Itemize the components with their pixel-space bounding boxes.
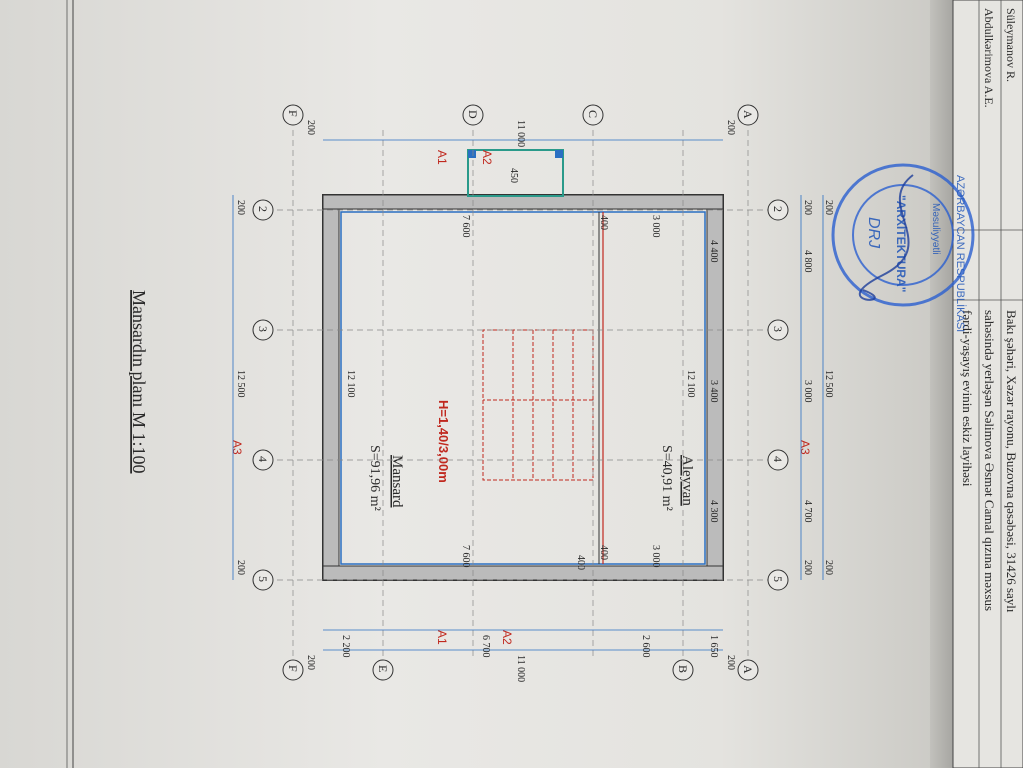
section-marks: A1 A2 A3 A3 A1 A2 [230, 150, 812, 645]
dim-inner-chain-0: 4 400 [708, 240, 719, 263]
grid-col-3-top: 3 [771, 326, 785, 332]
dim-wall-400: 400 [575, 555, 586, 570]
dim-top-ext-0: 200 [823, 200, 834, 215]
grid-row-a-right: A [741, 665, 755, 674]
dim-right-inner-chain-1: 400 [598, 545, 609, 560]
grid-axes [263, 130, 783, 660]
dim-left-inner-chain-0: 3 000 [650, 215, 661, 238]
title-line-3: fərdi-yaşayış evinin eskiz layihəsi [960, 310, 975, 487]
drawing-title: Mansardın planı M 1:100 [129, 290, 149, 473]
dim-inner-chain-2: 4 300 [708, 500, 719, 523]
dim-left-end-0: 200 [725, 120, 736, 135]
stamp-seal: AZƏRBAYCAN RESPUBLİKASI Məsuliyyətli "AR… [831, 163, 975, 332]
dim-bottom-end-0: 200 [235, 200, 246, 215]
grid-row-f-left: F [286, 110, 300, 117]
section-a3-bottom: A3 [230, 440, 244, 455]
dimension-lines [232, 139, 824, 651]
grid-row-bubbles: A C D F A B E F [282, 104, 759, 681]
grid-col-2-top: 2 [771, 206, 785, 212]
dim-right-inner: 7 600 [460, 545, 471, 568]
dim-top-chain-4: 200 [802, 560, 813, 575]
grid-col-3-bottom: 3 [256, 326, 270, 332]
dim-bottom-overall: 12 500 [235, 370, 246, 398]
grid-column-bubbles: 2 3 4 5 2 3 4 5 [252, 199, 789, 591]
author-name-1: Süleymanov R. [1004, 8, 1018, 82]
section-a2-left: A2 [480, 150, 494, 165]
dim-inner-top: 12 100 [685, 370, 696, 398]
dim-right-inner-chain-0: 3 000 [650, 545, 661, 568]
dim-inner-chain-1: 3 400 [708, 380, 719, 403]
dim-top-chain-2: 3 000 [802, 380, 813, 403]
grid-row-a-left: A [741, 110, 755, 119]
dim-right-chain-3: 2 200 [340, 635, 351, 658]
grid-col-5-top: 5 [771, 576, 785, 582]
author-name-2: Abdulkərimova A.E. [982, 8, 996, 108]
dim-bottom-inner: 12 100 [345, 370, 356, 398]
stamp-outer-text: AZƏRBAYCAN RESPUBLİKASI [954, 175, 967, 332]
room-mansard-area: S=91,96 m² [367, 445, 382, 511]
title-line-2: sahəsində yerləşən Səlimova Əsmət Camal … [982, 310, 997, 611]
room-labels: Aleyvan S=40,91 m² Mansard S=91,96 m² H=… [367, 400, 695, 511]
dim-right-chain-2: 6 700 [480, 635, 491, 658]
dim-right-end-1: 200 [305, 655, 316, 670]
grid-col-4-top: 4 [771, 456, 785, 462]
paper-sheet [0, 0, 960, 768]
grid-col-2-bottom: 2 [256, 206, 270, 212]
grid-row-f-right: F [286, 665, 300, 672]
dim-left-overall: 11 000 [515, 120, 526, 147]
grid-row-d-left: D [466, 110, 480, 119]
bay-dim: 450 [508, 168, 519, 183]
title-line-1: Bakı şəhəri, Xəzər rayonu, Buzovna qəsəb… [1004, 310, 1019, 613]
stamp-middle-text: Məsuliyyətli [930, 203, 941, 255]
dim-right-end-0: 200 [725, 655, 736, 670]
dim-left-inner-chain-1: 400 [598, 215, 609, 230]
height-mark: H=1,40/3,00m [436, 400, 451, 483]
room-aleyvan-area: S=40,91 m² [659, 445, 674, 511]
section-a3-top: A3 [798, 440, 812, 455]
dim-right-chain-0: 1 650 [708, 635, 719, 658]
dim-right-overall: 11 000 [515, 655, 526, 682]
dim-top-chain-0: 200 [802, 200, 813, 215]
grid-row-e-right: E [376, 665, 390, 672]
dim-left-inner-chain-2: 7 600 [460, 215, 471, 238]
section-a1-right: A1 [435, 630, 449, 645]
dim-top-chain-1: 4 800 [802, 250, 813, 273]
grid-row-c-left: C [586, 110, 600, 118]
section-a2-right: A2 [500, 630, 514, 645]
dimension-texts: 12 500 200 4 800 3 000 4 700 200 12 100 … [235, 120, 834, 682]
dim-right-chain-1: 2 600 [640, 635, 651, 658]
grid-row-b-right: B [676, 665, 690, 673]
dim-left-end-1: 200 [305, 120, 316, 135]
stamp-center-text: "ARXİTEKTURA" [894, 195, 909, 292]
dim-top-chain-3: 4 700 [802, 500, 813, 523]
grid-col-4-bottom: 4 [256, 456, 270, 462]
grid-col-5-bottom: 5 [256, 576, 270, 582]
room-mansard-name: Mansard [389, 455, 405, 508]
stair [482, 329, 594, 481]
dim-bottom-end-1: 200 [235, 560, 246, 575]
title-block: Bakı şəhəri, Xəzər rayonu, Buzovna qəsəb… [952, 0, 1023, 768]
dim-top-ext-1: 200 [823, 560, 834, 575]
room-aleyvan-name: Aleyvan [679, 455, 695, 506]
stamp-signature: DRJ [865, 217, 882, 249]
dim-top-overall: 12 500 [823, 370, 834, 398]
section-a1-left: A1 [435, 150, 449, 165]
